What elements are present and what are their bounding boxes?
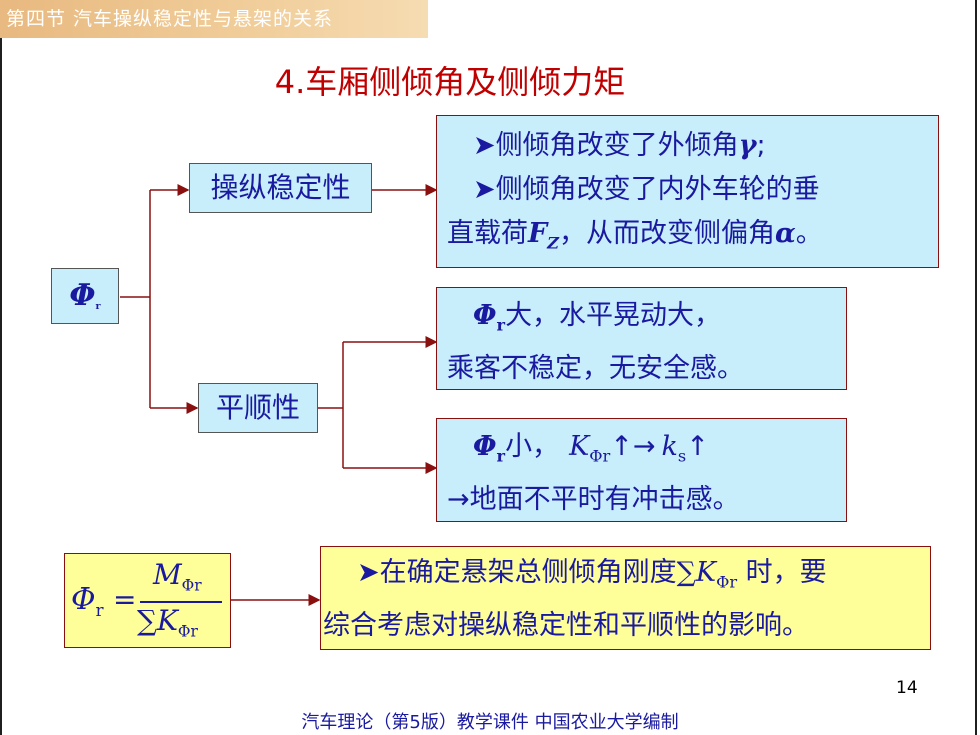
effect-ride-large-line-2: 乘客不稳定，无安全感。 [447, 353, 744, 385]
effect-box-handling: ➤侧倾角改变了外倾角γ; ➤侧倾角改变了内外车轮的垂 直载荷FZ，从而改变侧偏角… [436, 115, 939, 268]
formula-lhs: Φr [71, 582, 104, 620]
bullet-icon: ➤ [357, 557, 380, 588]
page-title: 4.车厢侧倾角及侧倾力矩 [274, 63, 626, 101]
branch-handling: 操纵稳定性 [189, 163, 372, 213]
root-node-phi-r: Φr [51, 268, 119, 324]
slide-frame-right [975, 0, 977, 735]
slide-frame-left [0, 0, 2, 735]
phi-symbol: Φ [69, 278, 96, 313]
arrow-icon: ↑→ [610, 431, 656, 462]
formula-fraction-bar [140, 601, 222, 603]
effect-ride-small-line-2: →地面不平时有冲击感。 [447, 484, 740, 516]
footer-credit: 汽车理论（第5版）教学课件 中国农业大学编制 [301, 712, 679, 733]
formula-box: Φr = MΦr ∑KΦr [64, 553, 231, 648]
effect-box-ride-large: Φr大，水平晃动大， 乘客不稳定，无安全感。 [436, 287, 847, 390]
bullet-icon: ➤ [473, 174, 496, 205]
effect-handling-line-1: ➤侧倾角改变了外倾角γ; [473, 130, 766, 161]
conclusion-box: ➤在确定悬架总侧倾角刚度∑KΦr 时，要 综合考虑对操纵稳定性和平顺性的影响。 [320, 546, 931, 650]
effect-box-ride-small: Φr小，KΦr↑→ks↑ →地面不平时有冲击感。 [436, 418, 847, 522]
effect-ride-small-line-1: Φr小，KΦr↑→ks↑ [473, 431, 709, 466]
section-header: 第四节 汽车操纵稳定性与悬架的关系 [0, 0, 428, 38]
alpha-symbol: α [775, 218, 796, 249]
effect-handling-line-3: 直载荷FZ，从而改变侧偏角α。 [447, 218, 823, 253]
conclusion-line-2: 综合考虑对操纵稳定性和平顺性的影响。 [323, 610, 809, 642]
formula-numerator: MΦr [153, 558, 202, 595]
up-arrow-icon: ↑ [686, 431, 709, 462]
formula-denominator: ∑KΦr [137, 604, 198, 641]
effect-handling-line-2: ➤侧倾角改变了内外车轮的垂 [473, 174, 820, 205]
bullet-icon: ➤ [473, 130, 496, 161]
conclusion-line-1: ➤在确定悬架总侧倾角刚度∑KΦr 时，要 [357, 557, 827, 592]
formula-equals: = [113, 583, 137, 616]
phi-subscript: r [95, 301, 101, 313]
fz-symbol: F [528, 218, 548, 249]
branch-ride: 平顺性 [198, 383, 318, 433]
effect-ride-large-line-1: Φr大，水平晃动大， [473, 300, 722, 335]
page-number: 14 [896, 678, 918, 698]
gamma-symbol: γ [738, 130, 757, 161]
